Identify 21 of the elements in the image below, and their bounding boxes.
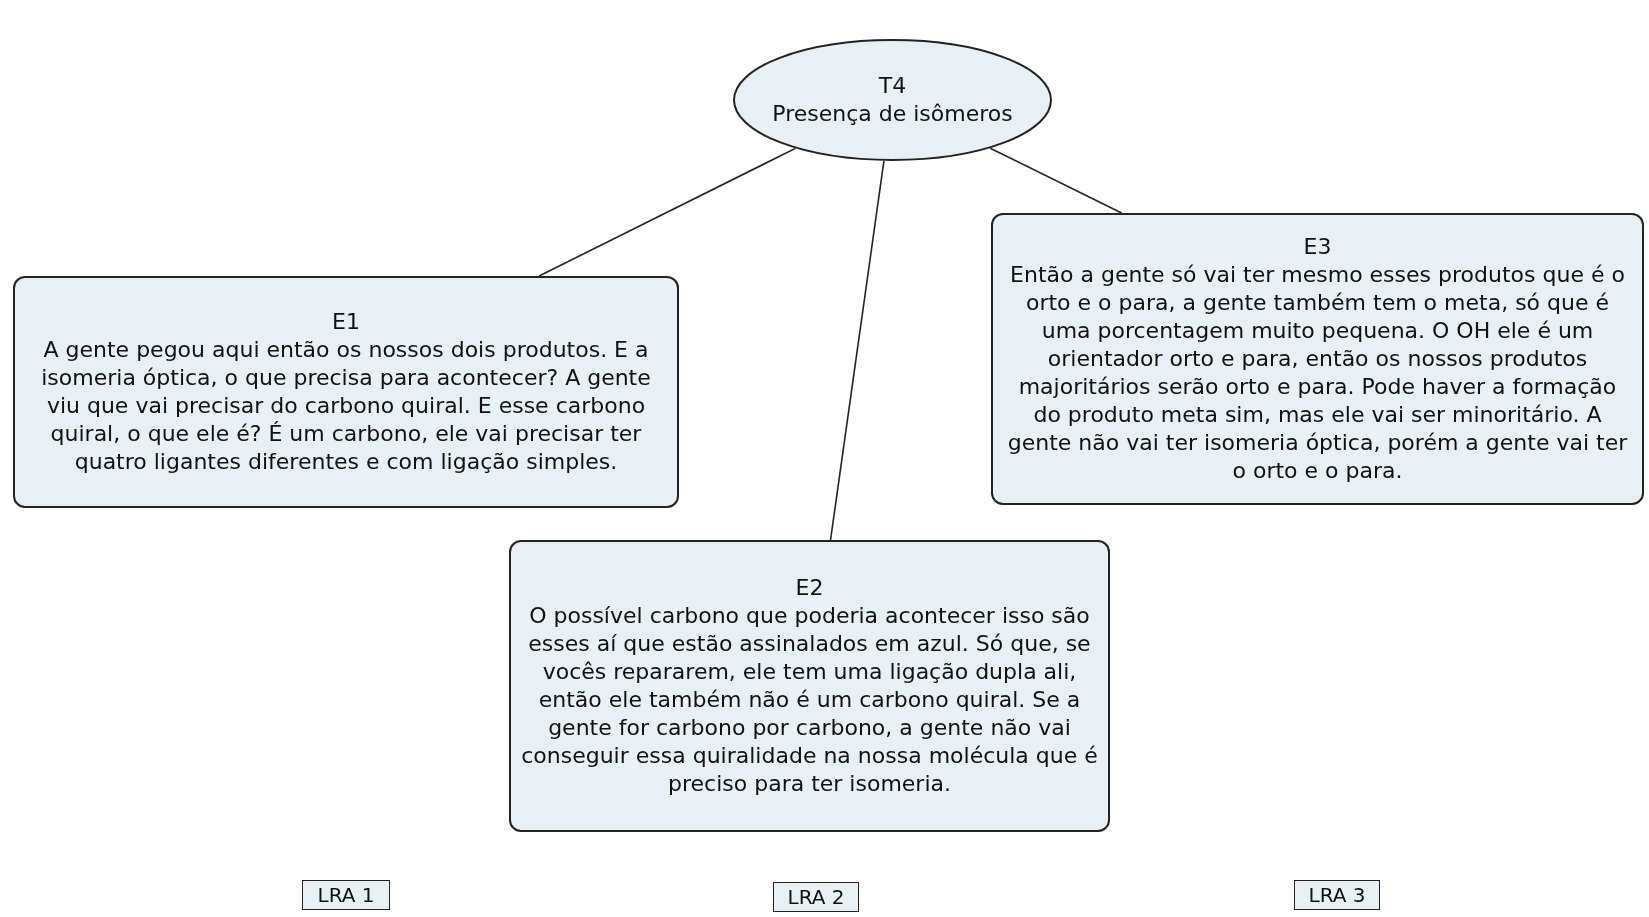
concept-box (13, 276, 679, 508)
tag-box (773, 882, 859, 912)
concept-box (509, 540, 1110, 832)
tag-box (302, 880, 390, 910)
node-heading: E2 (795, 574, 824, 602)
node-text: Presença de isômeros (772, 100, 1013, 128)
node-heading: T4 (878, 72, 907, 100)
node-text: O possível carbono que poderia acontecer isso são esses aí que estão assinalados em azul. Só que, se vocês repararem, ele tem uma ligação dupla ali, então ele também não é um carbono quiral. Se a gente for carbono por carbono, a gente não vai conseguir essa quiralidade na nossa molécula que é preciso para ter isomeria. (521, 602, 1098, 798)
node-heading: E3 (1303, 233, 1332, 261)
node-text: LRA 2 (787, 885, 845, 909)
node-text: A gente pegou aqui então os nossos dois produtos. E a isomeria óptica, o que precisa para acontecer? A gente viu que vai precisar do carbono quiral. E esse carbono quiral, o que ele é? É um carbono, ele vai precisar ter quatro ligantes diferentes e com ligação simples. (40, 336, 652, 476)
concept-box (991, 213, 1644, 505)
topic-ellipse (733, 39, 1052, 161)
node-text: LRA 1 (317, 883, 375, 907)
connector-line (989, 147, 1123, 214)
connector-line (538, 147, 797, 277)
node-text: LRA 3 (1308, 883, 1366, 907)
node-heading: E1 (332, 308, 360, 336)
node-text: Então a gente só vai ter mesmo esses produtos que é o orto e o para, a gente também tem o meta, só que é uma porcentagem muito pequena. O OH ele é um orientador orto e para, então os nossos produtos majoritários serão orto e para. Pode haver a formação do produto meta sim, mas ele vai ser minoritário. A gente não vai ter isomeria óptica, porém a gente vai ter o orto e o para. (1006, 261, 1629, 485)
connector-line (829, 160, 885, 541)
tag-box (1294, 880, 1380, 910)
